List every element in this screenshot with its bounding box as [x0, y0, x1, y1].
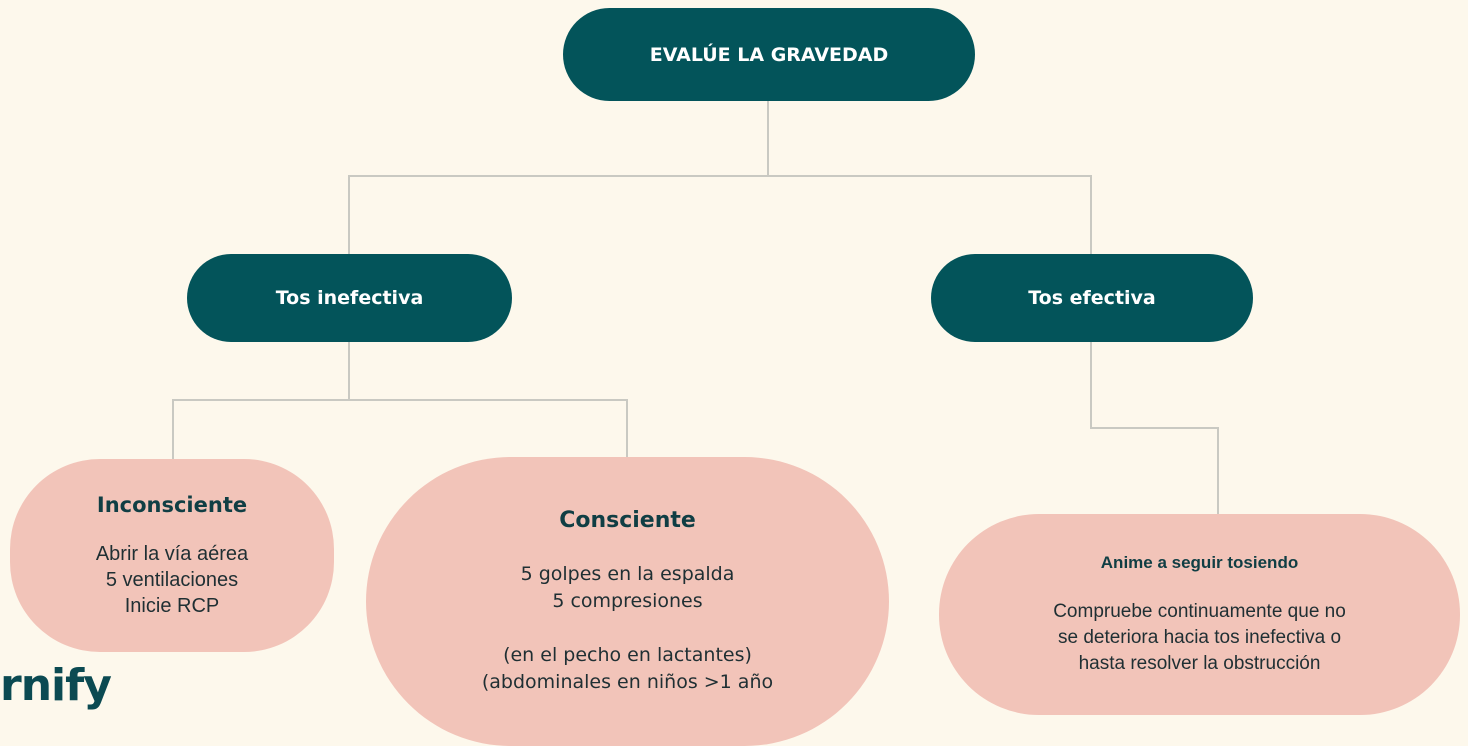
connector-root-to-ineffective [348, 175, 1092, 255]
node-conscious-title: Consciente [559, 507, 696, 533]
node-unconscious-steps: Abrir la vía aérea 5 ventilaciones Inici… [95, 542, 249, 617]
brand-logo-text: rnify [0, 660, 112, 711]
node-effective-cough: Tos efectiva [931, 254, 1253, 342]
node-ineffective-cough: Tos inefectiva [187, 254, 512, 342]
connector-effective-to-encourage [1090, 340, 1219, 516]
root-node-label: EVALÚE LA GRAVEDAD [649, 43, 889, 66]
node-unconscious: Inconsciente Abrir la vía aérea 5 ventil… [10, 459, 334, 652]
node-unconscious-title: Inconsciente [96, 492, 248, 517]
node-ineffective-cough-label: Tos inefectiva [275, 287, 424, 309]
node-encourage-coughing-title: Anime a seguir tosiendo [1100, 552, 1299, 572]
node-conscious-steps: 5 golpes en la espalda 5 compresiones (e… [481, 562, 774, 693]
node-encourage-coughing-text: Compruebe continuamente que no se deteri… [1053, 600, 1346, 674]
node-conscious: Consciente 5 golpes en la espalda 5 comp… [366, 457, 889, 746]
node-encourage-coughing: Anime a seguir tosiendo Compruebe contin… [939, 514, 1460, 715]
connector-to-unconscious [172, 399, 628, 460]
root-node-evaluate-severity: EVALÚE LA GRAVEDAD [563, 8, 975, 101]
node-effective-cough-label: Tos efectiva [1028, 287, 1156, 309]
